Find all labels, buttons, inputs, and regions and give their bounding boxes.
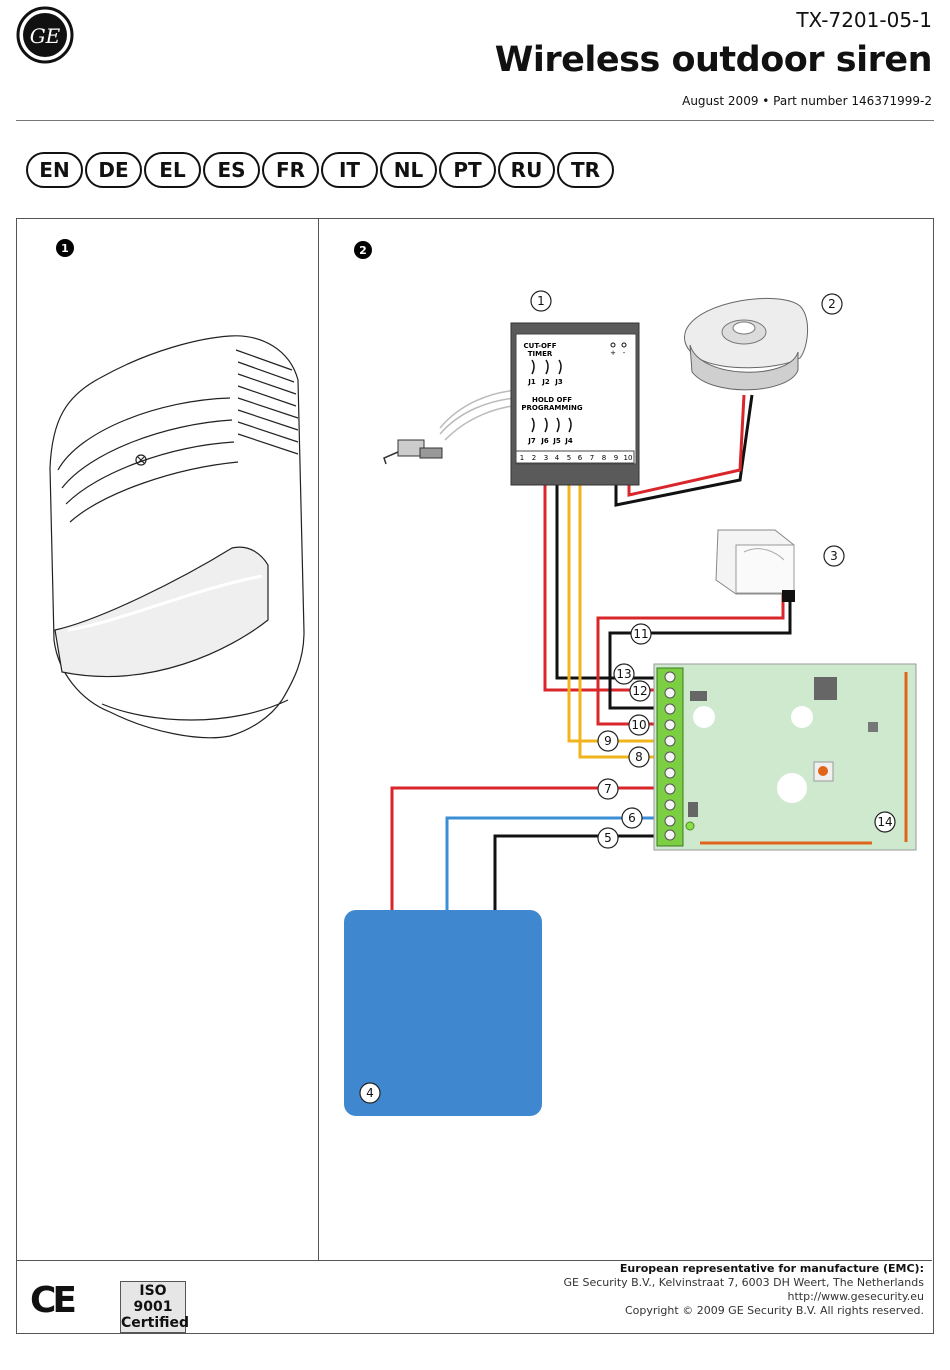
callout-10: 10 [631,718,646,732]
footer-copyright: Copyright © 2009 GE Security B.V. All ri… [624,1304,924,1317]
footer-url[interactable]: http://www.gesecurity.eu [787,1290,924,1303]
callouts [359,290,896,1104]
footer-info: European representative for manufacture … [564,1262,925,1318]
svg-text:J5: J5 [552,437,561,445]
tamper-switch [383,439,443,465]
footer-divider [17,1260,932,1261]
language-selector: EN DE EL ES FR IT NL PT RU TR [26,152,614,188]
svg-text:J3: J3 [554,378,563,386]
language-fr-button[interactable]: FR [262,152,319,188]
svg-text:PROGRAMMING: PROGRAMMING [521,404,582,412]
battery-pack [344,910,542,1116]
language-pt-button[interactable]: PT [439,152,496,188]
ce-mark: CE [30,1280,77,1321]
svg-text:CUT-OFF: CUT-OFF [524,342,557,350]
speaker [684,297,808,391]
callout-9: 9 [604,734,612,748]
svg-text:10: 10 [624,454,633,462]
language-es-button[interactable]: ES [203,152,260,188]
language-el-button[interactable]: EL [144,152,201,188]
document-title: Wireless outdoor siren [494,40,933,80]
svg-text:J6: J6 [540,437,549,445]
callout-13: 13 [616,667,631,681]
callout-8: 8 [635,750,643,764]
footer-rep-title: European representative for manufacture … [619,1262,924,1275]
iso-line-2: Certified [121,1315,190,1331]
svg-text:7: 7 [590,454,594,462]
svg-text:4: 4 [555,454,560,462]
svg-text:+: + [610,349,616,357]
callout-3: 3 [830,549,838,563]
language-de-button[interactable]: DE [85,152,142,188]
language-tr-button[interactable]: TR [557,152,614,188]
callout-7: 7 [604,782,612,796]
figure-2-number: 2 [354,241,372,259]
callout-14: 14 [877,815,892,829]
figure-1-number: 1 [56,239,74,257]
language-en-button[interactable]: EN [26,152,83,188]
language-ru-button[interactable]: RU [498,152,555,188]
control-module: CUT-OFF TIMER J1 J2 J3 HOLD OFF PROGRAMM… [510,322,640,486]
pcb-board [653,663,917,851]
document-date-part-number: August 2009 • Part number 146371999-2 [682,94,932,108]
callout-4: 4 [366,1086,374,1100]
svg-text:HOLD OFF: HOLD OFF [532,396,572,404]
svg-text:6: 6 [578,454,583,462]
svg-text:J2: J2 [541,378,550,386]
svg-text:TIMER: TIMER [528,350,553,358]
svg-text:9: 9 [614,454,618,462]
svg-text:2: 2 [532,454,536,462]
callout-1: 1 [537,294,545,308]
callout-12: 12 [632,684,647,698]
callout-11: 11 [633,627,648,641]
header-rule [16,120,934,121]
ge-logo: GE [16,6,74,64]
iso-9001-badge: ISO 9001 Certified [120,1281,190,1333]
svg-text:8: 8 [602,454,606,462]
footer-address: GE Security B.V., Kelvinstraat 7, 6003 D… [563,1276,925,1289]
callout-5: 5 [604,831,612,845]
svg-text:1: 1 [520,454,524,462]
language-it-button[interactable]: IT [321,152,378,188]
iso-line-1: ISO 9001 [133,1283,173,1315]
logo-text: GE [30,24,61,48]
svg-text:3: 3 [544,454,548,462]
battery-holder [715,529,795,602]
svg-text:-: - [623,349,626,357]
figure-panel [16,218,934,1334]
svg-text:J7: J7 [527,437,536,445]
callout-2: 2 [828,297,836,311]
callout-6: 6 [628,811,636,825]
svg-text:J1: J1 [527,378,536,386]
document-number: TX-7201-05-1 [796,8,932,32]
figure-divider [318,219,319,1261]
svg-text:J4: J4 [564,437,573,445]
svg-text:5: 5 [567,454,571,462]
siren-housing-drawing [49,335,305,739]
language-nl-button[interactable]: NL [380,152,437,188]
